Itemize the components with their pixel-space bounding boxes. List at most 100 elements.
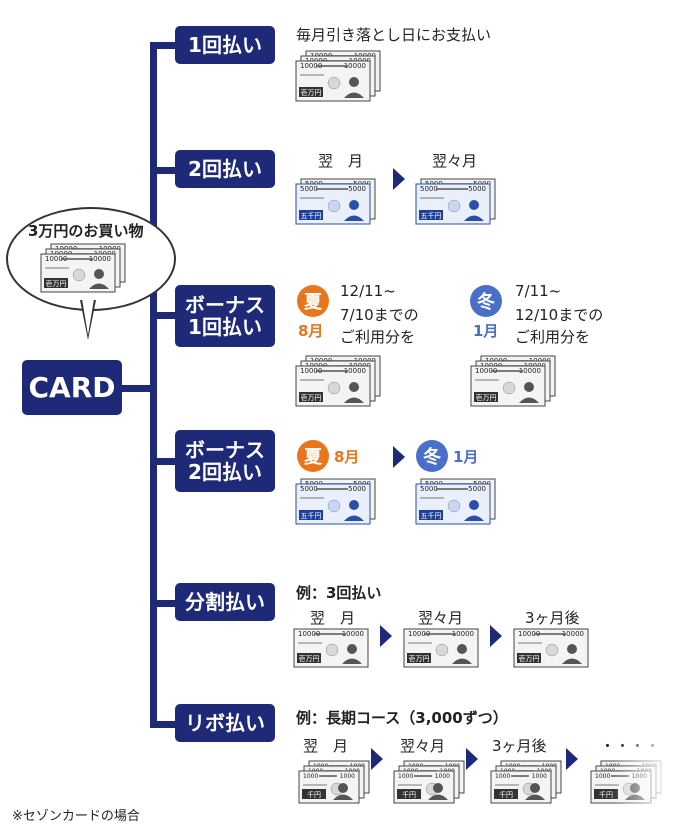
svg-text:壱万円: 壱万円 — [46, 279, 67, 288]
svg-text:5000: 5000 — [420, 485, 438, 493]
branch-3-label: ボーナス 1回払い — [175, 285, 275, 347]
branch-2-step-2: 翌々月 — [432, 152, 478, 170]
branch-6-step-3: 3ヶ月後 — [492, 737, 547, 755]
banknote-front: 1000 1000 千円 — [298, 770, 360, 804]
svg-text:1000: 1000 — [303, 773, 318, 780]
branch-3-summer-month: 8月 — [298, 322, 324, 340]
svg-text:壱万円: 壱万円 — [301, 88, 322, 97]
svg-text:1000: 1000 — [398, 773, 413, 780]
svg-text:5000: 5000 — [468, 185, 486, 193]
branch-3-summer-period-1: 12/11~ — [340, 282, 396, 300]
svg-text:5000: 5000 — [300, 185, 318, 193]
branch-6-bills-2: 100010001000100010001000千円 — [393, 760, 465, 804]
svg-text:5000: 5000 — [348, 485, 366, 493]
branch-5-step-2: 翌々月 — [418, 609, 464, 627]
svg-text:10000: 10000 — [300, 367, 322, 375]
banknote-front: 10000 10000 壱万円 — [40, 253, 116, 293]
branch-3-bills-winter: 100001000010000100001000010000壱万円 — [470, 355, 556, 407]
svg-text:壱万円: 壱万円 — [299, 654, 320, 663]
branch-4-label-line2: 2回払い — [188, 460, 262, 484]
svg-text:千円: 千円 — [402, 790, 416, 799]
svg-text:1000: 1000 — [495, 773, 510, 780]
winter-icon: 冬 — [470, 285, 502, 317]
branch-6-arrow-3 — [566, 748, 578, 770]
branch-2-arrow — [393, 168, 405, 190]
branch-6-arrow-1 — [371, 748, 383, 770]
branch-3-winter-period-3: ご利用分を — [515, 328, 591, 346]
branch-1-description: 毎月引き落とし日にお支払い — [296, 26, 492, 44]
branch-5-example: 例：3回払い — [296, 584, 382, 602]
branch-5-arrow-1 — [380, 625, 392, 647]
branch-6-arrow-2 — [466, 748, 478, 770]
summer-icon: 夏 — [297, 285, 329, 317]
branch-4-summer-month: 8月 — [334, 448, 360, 466]
svg-text:1000: 1000 — [435, 773, 450, 780]
banknote-front: 10000 10000 壱万円 — [293, 628, 369, 668]
svg-text:10000: 10000 — [518, 630, 540, 638]
branch-4-label-line1: ボーナス — [185, 438, 265, 462]
tree-branch-5 — [150, 600, 180, 607]
footnote: ※セゾンカードの場合 — [12, 809, 140, 824]
svg-text:10000: 10000 — [344, 62, 366, 70]
tree-branch-4 — [150, 458, 180, 465]
tree-branch-1 — [150, 42, 180, 49]
branch-2-bills-1: 5000500050005000五千円 — [295, 178, 376, 225]
branch-5-arrow-2 — [490, 625, 502, 647]
svg-text:五千円: 五千円 — [421, 511, 442, 520]
branch-4-winter-month: 1月 — [453, 448, 479, 466]
branch-5-step-1: 翌 月 — [310, 609, 356, 627]
banknote-front: 1000 1000 千円 — [490, 770, 552, 804]
tree-branch-2 — [150, 167, 180, 174]
branch-3-winter-period-1: 7/11~ — [515, 282, 562, 300]
svg-text:10000: 10000 — [342, 630, 364, 638]
branch-1-label: 1回払い — [175, 26, 275, 64]
branch-3-summer-period-3: ご利用分を — [340, 328, 416, 346]
branch-2-bills-2: 5000500050005000五千円 — [415, 178, 496, 225]
banknote-front: 10000 10000 壱万円 — [295, 60, 371, 102]
svg-text:五千円: 五千円 — [301, 511, 322, 520]
tree-branch-6 — [150, 721, 180, 728]
svg-text:千円: 千円 — [499, 790, 513, 799]
svg-text:10000: 10000 — [89, 255, 111, 263]
svg-text:10000: 10000 — [408, 630, 430, 638]
card-box: CARD — [22, 360, 122, 415]
branch-4-bills-summer: 5000500050005000五千円 — [295, 478, 376, 525]
branch-6-step-1: 翌 月 — [303, 737, 349, 755]
svg-text:壱万円: 壱万円 — [409, 654, 430, 663]
branch-2-label: 2回払い — [175, 150, 275, 188]
svg-text:五千円: 五千円 — [421, 211, 442, 220]
svg-text:10000: 10000 — [45, 255, 67, 263]
svg-text:10000: 10000 — [300, 62, 322, 70]
tree-branch-3 — [150, 312, 180, 319]
svg-text:壱万円: 壱万円 — [476, 393, 497, 402]
svg-text:千円: 千円 — [599, 790, 613, 799]
bubble-bills: 100001000010000100001000010000壱万円 — [40, 243, 126, 293]
svg-text:1000: 1000 — [532, 773, 547, 780]
branch-3-winter-period-2: 12/10までの — [515, 306, 604, 324]
branch-2-step-1: 翌 月 — [318, 152, 364, 170]
svg-text:千円: 千円 — [307, 790, 321, 799]
summer-icon: 夏 — [297, 440, 329, 472]
branch-6-label: リボ払い — [175, 704, 275, 742]
branch-4-label: ボーナス 2回払い — [175, 430, 275, 492]
tree-branch-card — [120, 385, 157, 392]
branch-4-bills-winter: 5000500050005000五千円 — [415, 478, 496, 525]
branch-5-label: 分割払い — [175, 583, 275, 621]
svg-text:10000: 10000 — [298, 630, 320, 638]
branch-3-summer-period-2: 7/10までの — [340, 306, 419, 324]
branch-4-arrow — [393, 446, 405, 468]
svg-text:10000: 10000 — [475, 367, 497, 375]
svg-text:1000: 1000 — [340, 773, 355, 780]
branch-1-bills: 100001000010000100001000010000壱万円 — [295, 50, 381, 102]
branch-3-label-line1: ボーナス — [185, 293, 265, 317]
branch-3-winter-month: 1月 — [473, 322, 499, 340]
branch-5-bills-1: 10000 10000 壱万円 — [293, 628, 369, 668]
